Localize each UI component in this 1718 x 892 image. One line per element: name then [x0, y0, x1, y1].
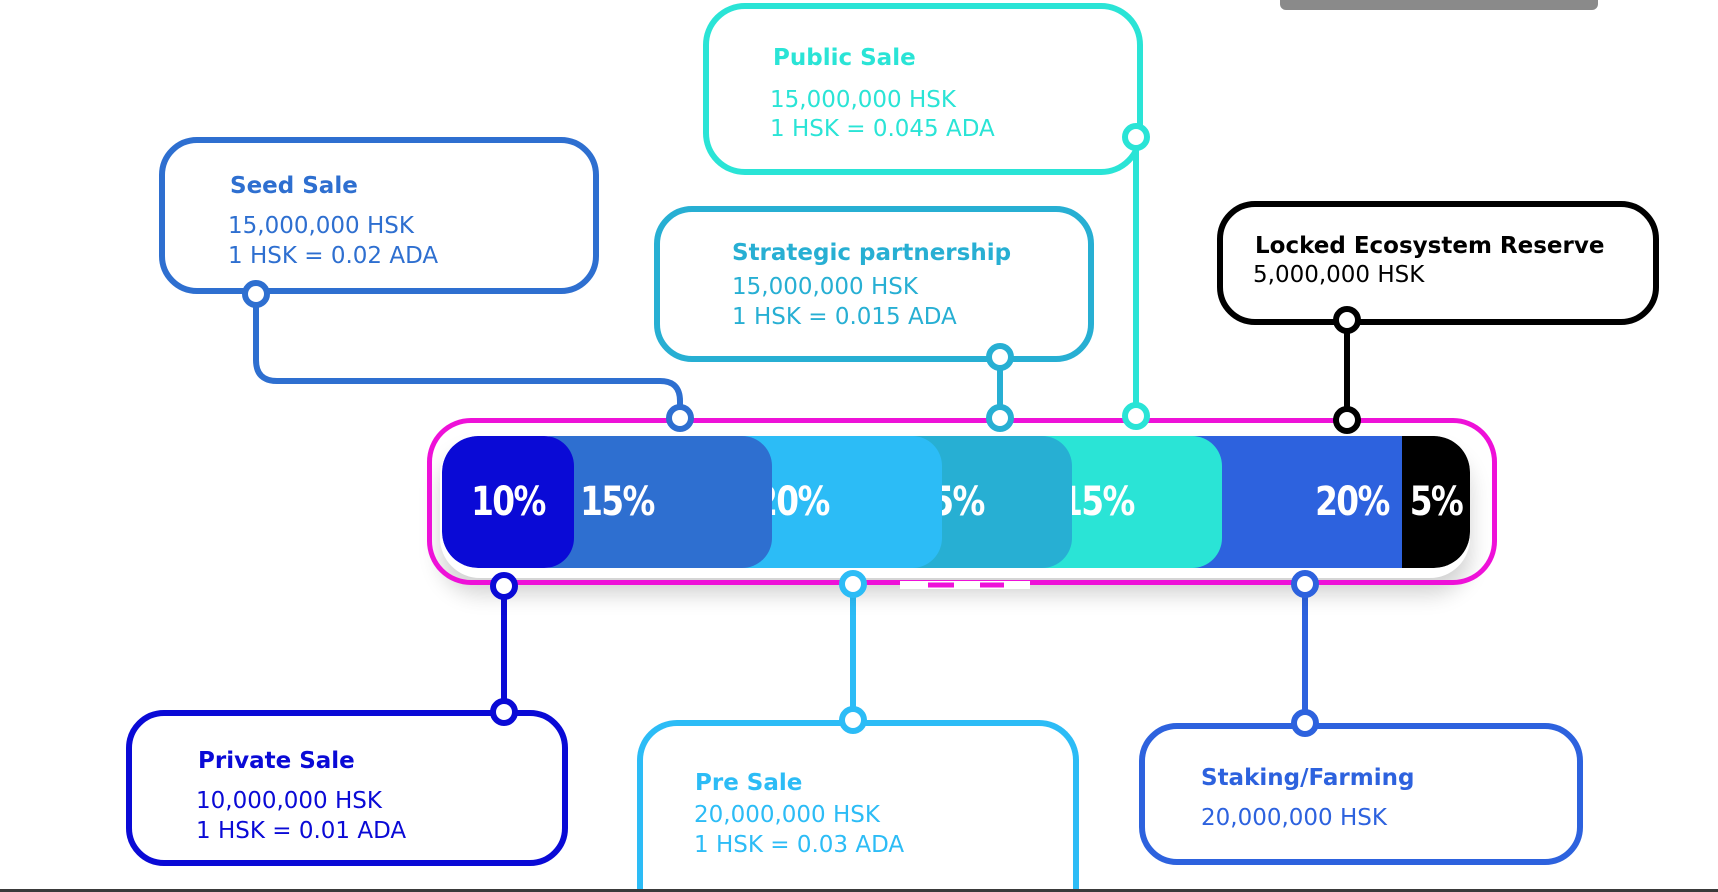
private-sale-rate: 1 HSK = 0.01 ADA [196, 818, 407, 844]
segment-seed-label: 15% [580, 479, 655, 525]
node-seed-bar [666, 404, 694, 432]
seed-sale-title: Seed Sale [230, 173, 358, 199]
strategic-title: Strategic partnership [732, 240, 1012, 266]
node-presale-bar [839, 570, 867, 598]
allocation-bar: 20% 5% 15% 15% 20% 15% 10% [442, 436, 1470, 568]
node-public-bar [1122, 402, 1150, 430]
node-locked-top [1333, 306, 1361, 334]
pre-sale-box: Pre Sale 20,000,000 HSK 1 HSK = 0.03 ADA [637, 720, 1079, 892]
segment-private: 10% [442, 436, 574, 568]
node-presale-box [839, 706, 867, 734]
node-staking-box [1291, 709, 1319, 737]
node-public-top [1122, 123, 1150, 151]
node-staking-bar [1291, 570, 1319, 598]
private-sale-amount: 10,000,000 HSK [196, 788, 382, 814]
top-tab [1280, 0, 1598, 10]
strategic-amount: 15,000,000 HSK [732, 274, 918, 300]
node-private-bar [490, 572, 518, 600]
private-sale-box: Private Sale 10,000,000 HSK 1 HSK = 0.01… [126, 710, 568, 866]
staking-farming-box: Staking/Farming 20,000,000 HSK [1139, 723, 1583, 865]
pre-sale-title: Pre Sale [695, 770, 803, 796]
private-sale-title: Private Sale [198, 748, 355, 774]
node-locked-bar [1333, 406, 1361, 434]
strategic-box: Strategic partnership 15,000,000 HSK 1 H… [654, 206, 1094, 362]
segment-private-label: 10% [471, 479, 546, 525]
seed-sale-rate: 1 HSK = 0.02 ADA [228, 243, 439, 269]
seed-sale-box: Seed Sale 15,000,000 HSK 1 HSK = 0.02 AD… [159, 137, 599, 294]
public-sale-box: Public Sale 15,000,000 HSK 1 HSK = 0.045… [703, 3, 1143, 175]
node-seed-top [242, 280, 270, 308]
seed-sale-amount: 15,000,000 HSK [228, 213, 414, 239]
public-sale-title: Public Sale [773, 45, 916, 71]
public-sale-amount: 15,000,000 HSK [770, 87, 956, 113]
segment-public-label: 15% [1060, 479, 1135, 525]
segment-staking-label: 20% [1315, 479, 1390, 525]
pre-sale-rate: 1 HSK = 0.03 ADA [694, 832, 905, 858]
staking-farming-amount: 20,000,000 HSK [1201, 805, 1387, 831]
node-strategic-top [986, 343, 1014, 371]
node-strategic-bar [986, 404, 1014, 432]
public-sale-rate: 1 HSK = 0.045 ADA [770, 116, 995, 142]
locked-reserve-amount: 5,000,000 HSK [1253, 262, 1425, 288]
node-private-box [490, 698, 518, 726]
locked-reserve-box: Locked Ecosystem Reserve 5,000,000 HSK [1217, 201, 1659, 325]
segment-locked: 5% [1402, 436, 1470, 568]
staking-farming-title: Staking/Farming [1201, 765, 1415, 791]
bottom-rule [0, 889, 1718, 892]
seed-connector [253, 294, 683, 418]
locked-reserve-title: Locked Ecosystem Reserve [1255, 233, 1605, 259]
pre-sale-amount: 20,000,000 HSK [694, 802, 880, 828]
segment-locked-label: 5% [1409, 479, 1464, 525]
strategic-rate: 1 HSK = 0.015 ADA [732, 304, 957, 330]
